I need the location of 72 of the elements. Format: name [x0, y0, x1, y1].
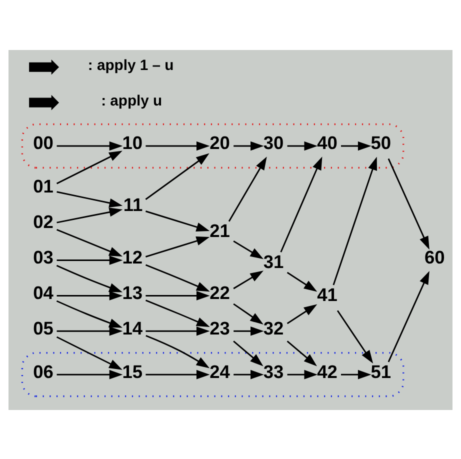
node-text: 24: [210, 360, 230, 382]
arrow: [233, 240, 264, 259]
arrow: [233, 270, 264, 289]
node-text: 21: [210, 220, 230, 241]
node-text: 15: [122, 360, 143, 382]
arrow: [332, 156, 377, 285]
node-text: 60: [424, 246, 445, 267]
arrow: [286, 304, 318, 324]
node-text: 40: [317, 132, 338, 153]
node-text: 10: [122, 132, 143, 153]
arrow: [286, 340, 317, 366]
arrow: [146, 369, 210, 379]
node-text: 06: [33, 360, 54, 382]
node-text: 31: [263, 250, 284, 272]
arrow: [234, 140, 264, 150]
arrow: [233, 302, 264, 324]
arrow: [341, 369, 372, 379]
node-text: 50: [370, 132, 392, 153]
arrow: [145, 299, 210, 327]
arrow: [56, 207, 123, 223]
arrow: [56, 150, 122, 184]
arrow: [56, 300, 122, 328]
node-text: 30: [263, 132, 284, 153]
node-text: 12: [122, 246, 143, 267]
node-text: 32: [263, 316, 284, 338]
node-text: 13: [122, 281, 143, 302]
arrow: [341, 140, 372, 150]
arrow: [56, 140, 123, 150]
arrow: [56, 264, 122, 292]
arrow: [286, 271, 318, 292]
node-text: 23: [210, 316, 230, 338]
arrow: [56, 369, 123, 379]
arrow: [56, 255, 123, 264]
node-text: 33: [263, 360, 284, 382]
node-text: 05: [33, 316, 54, 338]
node-text: 42: [317, 360, 338, 382]
arrow: [234, 326, 264, 336]
legend-label: : apply u: [101, 92, 162, 109]
arrow: [146, 290, 210, 300]
arrow: [56, 336, 122, 370]
node-text: 14: [122, 316, 143, 338]
node-text: 02: [33, 210, 54, 232]
arrow: [336, 310, 374, 364]
arrow: [145, 210, 210, 232]
arrow: [228, 156, 267, 222]
node-text: 01: [33, 175, 54, 196]
arrow: [280, 156, 322, 252]
node-text: 20: [210, 132, 230, 153]
arrow: [234, 369, 264, 379]
arrow: [56, 228, 122, 256]
node-text: 04: [33, 281, 54, 302]
node-text: 41: [317, 284, 338, 305]
arrow: [287, 140, 318, 150]
arrow: [145, 264, 210, 292]
node-text: 00: [33, 132, 54, 153]
node-text: 22: [210, 281, 230, 302]
arrow: [146, 326, 210, 336]
arrow: [56, 190, 123, 208]
arrow: [388, 158, 430, 250]
arrow: [233, 340, 264, 366]
arrow: [146, 140, 210, 150]
arrow: [56, 326, 123, 336]
arrow: [287, 369, 318, 379]
legend-label: : apply 1 – u: [88, 57, 174, 74]
cluster: [21, 122, 404, 168]
arrow: [145, 152, 210, 200]
arrow: [56, 290, 123, 300]
arrow: [145, 236, 210, 257]
node-text: 03: [33, 246, 54, 267]
arrow: [146, 334, 210, 368]
node-text: 51: [370, 360, 392, 382]
node-text: 11: [123, 193, 143, 214]
